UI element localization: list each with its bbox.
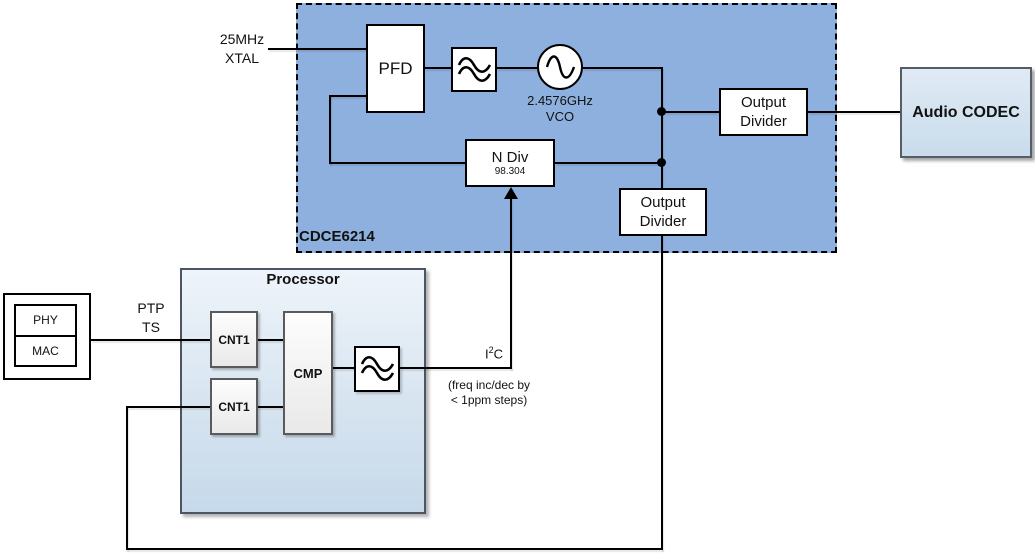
sine-wave-icon [545,54,575,79]
vco-name: VCO [545,109,575,124]
xtal-line2: XTAL [225,50,259,66]
ndiv-block: N Div 98.304 [465,139,555,187]
lowpass-filter-icon [457,56,491,82]
wire-main-vertical [661,67,663,550]
output-divider-1-line2: Divider [740,113,787,130]
processor-filter-block [354,346,400,392]
cnt1-bottom-block: CNT1 [210,378,258,435]
xtal-label: 25MHz XTAL [207,30,277,68]
wire-i2c-vertical [510,197,512,369]
output-divider-2-line1: Output [640,194,686,211]
wire-left-return [126,407,128,550]
audio-codec-block: Audio CODEC [900,67,1032,158]
wire-ndiv-left [329,162,465,164]
ptp-line1: PTP [137,300,165,316]
phy-mac-block: PHY MAC [3,293,91,380]
lowpass-filter-icon-2 [360,355,394,382]
vco-freq: 2.4576GHz [527,93,593,108]
wire-filter2-out [400,367,512,369]
audio-codec-label: Audio CODEC [912,103,1020,121]
wire-divider1-to-codec [808,111,900,113]
wire-cmp-to-filter2 [333,367,354,369]
processor-title: Processor [266,271,340,288]
wire-ndiv-right [555,162,663,164]
freq-note-line1: (freq inc/dec by [447,378,531,392]
ndiv-title: N Div [491,148,529,166]
pfd-block: PFD [366,24,425,113]
cnt1-top-block: CNT1 [210,311,258,368]
wire-xtal-to-pfd [268,48,366,50]
arrow-up-icon [504,187,518,199]
cnt1-bottom-label: CNT1 [218,399,250,414]
wire-pfd-to-filter [425,67,451,69]
i2c-base: I [484,346,489,362]
i2c-sup: 2 [488,345,494,355]
wire-filter-to-vco [497,67,537,69]
junction-dot-1 [657,107,666,116]
wire-mac-to-cnt1a [91,339,210,341]
phy-mac-inner: PHY MAC [14,304,77,367]
junction-dot-2 [657,158,666,167]
cdce6214-label: CDCE6214 [299,228,375,245]
output-divider-1-line1: Output [740,94,787,111]
output-divider-1-block: Output Divider [719,88,808,136]
mac-cell: MAC [32,343,59,358]
wire-bottom-return [126,548,663,550]
wire-cnt1a-to-cmp [258,339,283,341]
output-divider-2-line2: Divider [639,213,687,230]
wire-return-to-cnt1b [126,406,210,408]
i2c-tail: C [493,346,503,362]
phy-cell: PHY [16,306,75,337]
freq-note: (freq inc/dec by < 1ppm steps) [430,378,548,408]
xtal-line1: 25MHz [219,31,265,47]
output-divider-2-block: Output Divider [619,188,707,236]
cmp-block: CMP [283,311,333,435]
ndiv-value: 98.304 [494,165,526,177]
wire-to-output-divider-1 [661,111,719,113]
wire-feedback-vertical [329,95,331,164]
wire-feedback-to-pfd [329,95,366,97]
freq-note-line2: < 1ppm steps) [450,393,528,407]
cnt1-top-label: CNT1 [218,332,250,347]
i2c-label: I2C [455,341,503,363]
vco-circle [537,44,583,90]
wire-vco-out [583,67,663,69]
wire-cnt1b-to-cmp [258,406,283,408]
ptp-line2: TS [142,319,160,335]
cmp-label: CMP [293,365,323,381]
loop-filter-block [451,47,497,92]
pfd-label: PFD [378,58,413,78]
ptp-label: PTP TS [121,299,181,337]
vco-label: 2.4576GHz VCO [505,93,615,125]
